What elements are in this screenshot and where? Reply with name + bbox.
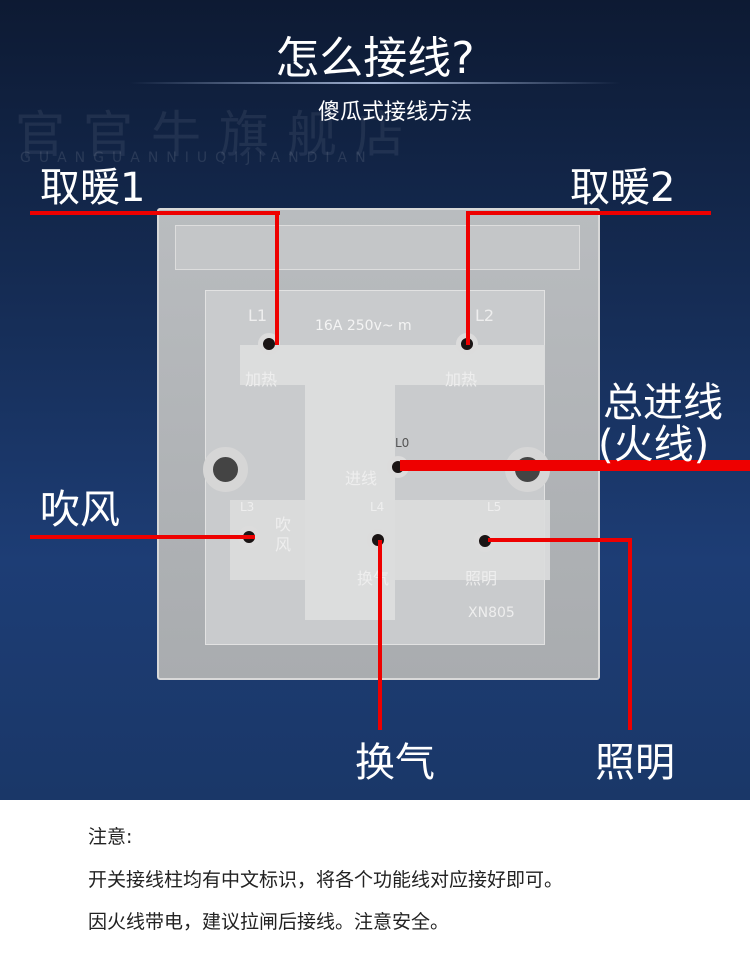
wire-blow	[30, 535, 255, 539]
label-heat1: 取暖1	[40, 165, 146, 211]
notes-line-1: 开关接线柱均有中文标识，将各个功能线对应接好即可。	[88, 869, 564, 891]
watermark-pinyin: GUANGUANNIUQIJIANDIAN	[20, 150, 374, 166]
wire-light-h	[488, 538, 632, 542]
divider	[130, 82, 620, 84]
wire-heat2-h	[466, 211, 711, 215]
notes-line-2: 因火线带电，建议拉闸后接线。注意安全。	[88, 911, 450, 933]
label-light: 照明	[595, 740, 675, 786]
mount-hole-left	[203, 447, 248, 492]
page-title: 怎么接线?	[275, 33, 475, 84]
heat-b-text: 加热	[445, 370, 478, 389]
wire-heat1-v	[275, 211, 279, 345]
heat-a-text: 加热	[245, 370, 278, 389]
label-blow: 吹风	[40, 487, 120, 533]
watermark: 官官牛旗舰店	[15, 106, 423, 164]
label-vent: 换气	[355, 740, 435, 786]
terminal-l0: L0	[395, 436, 410, 450]
wire-main-in	[400, 460, 750, 471]
terminal-l2: L2	[475, 306, 495, 325]
label-main-in-sub: (火线)	[598, 422, 710, 468]
model-text: XN805	[468, 605, 515, 621]
blow-text: 吹风	[275, 515, 292, 554]
plate-top-rim	[175, 225, 580, 270]
switch-cross-top-right	[365, 345, 545, 385]
in-text: 进线	[345, 469, 378, 488]
wire-vent	[378, 540, 382, 730]
terminal-l4: L4	[370, 500, 385, 514]
label-heat2: 取暖2	[570, 165, 676, 211]
light-text: 照明	[465, 569, 498, 588]
wire-heat1-h	[30, 211, 280, 215]
terminal-l5: L5	[487, 500, 502, 514]
rating-text: 16A 250v~ m	[315, 318, 412, 334]
subtitle: 傻瓜式接线方法	[317, 100, 472, 125]
terminal-l3: L3	[240, 500, 255, 514]
label-main-in: 总进线	[603, 380, 723, 426]
notes-heading: 注意:	[88, 826, 133, 848]
wire-heat2-v	[466, 211, 470, 345]
terminal-l1: L1	[248, 306, 268, 325]
vent-text: 换气	[357, 569, 390, 588]
wire-light-v	[628, 538, 632, 730]
